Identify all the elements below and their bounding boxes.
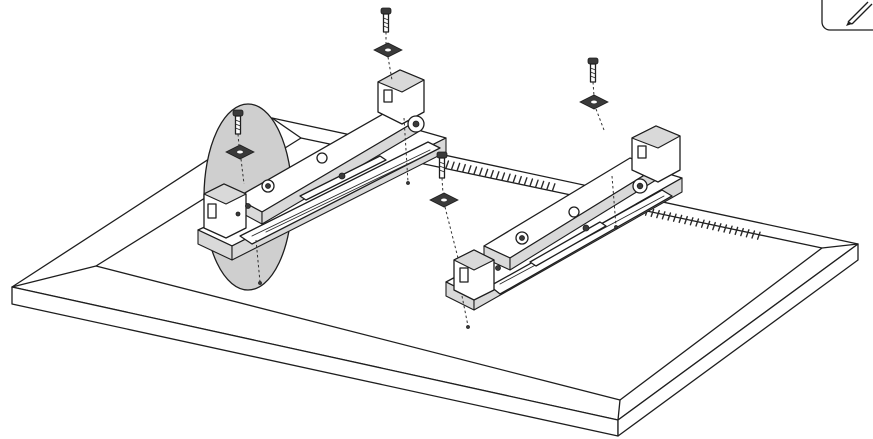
vent-slot [717,223,722,232]
vent-slot [667,212,672,221]
vent-slot [650,208,655,218]
vent-slot [745,229,750,238]
pencil-badge [821,0,873,31]
vent-slot [672,213,677,222]
vent-slot [523,177,528,186]
vent-slot [456,162,461,172]
pencil-badge-frame [821,0,873,31]
vent-slot [473,166,478,175]
vent-slot [734,226,739,236]
washer-left-rear [373,42,403,58]
vent-slot [467,165,472,174]
vent-slot [689,217,694,226]
vent-slot [656,209,660,219]
vent-slot [534,179,539,188]
vent-slot [684,215,688,225]
washer-left-front [225,144,255,160]
vent-slot [540,180,545,190]
screw-left-rear [380,7,392,33]
vent-slot [445,160,450,169]
vent-slot [751,230,756,239]
tv-panel-side-edge [617,243,859,437]
vent-slot [478,167,483,176]
vent-slot [706,220,711,230]
washer-right-rear [579,94,609,110]
vent-slot [728,225,733,234]
vent-slot [490,169,494,179]
pencil-icon [846,1,873,26]
vent-slots-center [445,160,556,192]
vent-slot [700,219,705,228]
vent-slot [450,161,455,170]
vent-slot [756,231,761,240]
vent-slot [518,175,522,185]
stand-bracket-left [197,69,447,261]
vent-slot [661,211,666,220]
tv-panel-top [11,117,859,421]
vent-slot [723,224,728,233]
tv-panel [11,117,859,437]
vent-slot [529,178,534,187]
vent-slot [512,174,517,184]
vent-slot [484,168,489,178]
vent-slot [712,221,716,231]
washer-center [429,192,459,208]
vent-slot [506,173,511,182]
vent-slot [501,172,506,181]
vent-slot [546,181,550,191]
vent-slot [740,227,744,237]
vent-slot [678,214,683,224]
screw-right-rear [587,57,599,83]
vent-slot [551,183,556,192]
vent-slot [462,163,466,173]
vent-slot [695,218,700,227]
vent-slot [495,171,500,180]
